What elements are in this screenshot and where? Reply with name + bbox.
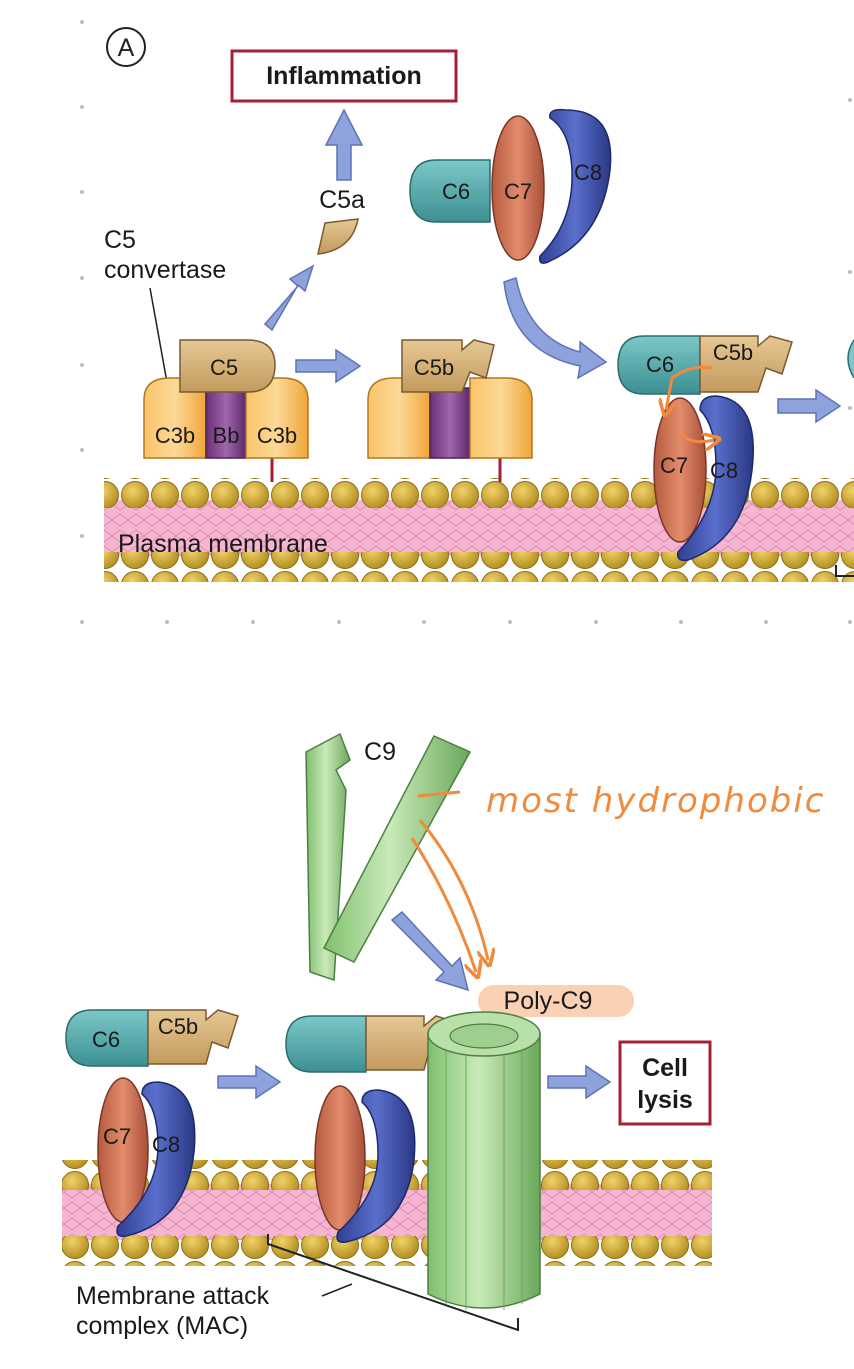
c8-bottom-label: C8 bbox=[152, 1132, 180, 1157]
c3b-right-block bbox=[245, 377, 309, 459]
c9-left-arm bbox=[305, 732, 351, 982]
mac-label-2: complex (MAC) bbox=[76, 1312, 248, 1340]
c5-convertase-complex: C5 C3b Bb C3b bbox=[143, 339, 309, 482]
arrow-mac-assembly bbox=[217, 1064, 282, 1100]
c3b-right-label: C3b bbox=[257, 423, 297, 448]
c5b-convertase-complex: C5b bbox=[367, 339, 533, 482]
annotation-curve-1 bbox=[418, 819, 488, 960]
mac-complex bbox=[285, 1011, 541, 1310]
arrow-cleavage bbox=[295, 348, 362, 384]
c9-right-arm bbox=[322, 735, 472, 963]
c5a-label: C5a bbox=[319, 186, 365, 214]
c3b-left-label: C3b bbox=[155, 423, 195, 448]
c8-free-label: C8 bbox=[574, 160, 602, 185]
c7-complex-label: C7 bbox=[660, 453, 688, 478]
annotation-curve-2 bbox=[410, 837, 476, 972]
cell-lysis-box: Cell lysis bbox=[618, 1040, 712, 1126]
annotation-arrow-c7 bbox=[678, 429, 714, 442]
cell-lysis-label-2: lysis bbox=[637, 1086, 693, 1114]
arrow-to-poly-c9 bbox=[390, 910, 470, 992]
panel-label: A bbox=[106, 27, 146, 67]
partial-bracket-edge bbox=[835, 565, 854, 577]
annotation-arrow-c6 bbox=[666, 365, 713, 410]
arrow-to-lysis bbox=[547, 1064, 612, 1100]
mac-label-pointer bbox=[321, 1283, 353, 1297]
c6-bottom-label: C6 bbox=[92, 1027, 120, 1052]
c5a-fragment bbox=[317, 218, 359, 255]
annotation-dash bbox=[417, 790, 461, 798]
c6-complex-label: C6 bbox=[646, 352, 674, 377]
free-c6-c7-c8: C6 C7 C8 bbox=[409, 108, 612, 264]
c9-label: C9 bbox=[364, 738, 396, 766]
c8-inserted bbox=[676, 395, 754, 562]
arrow-to-next bbox=[777, 388, 842, 424]
c6-free bbox=[409, 159, 491, 223]
c5-convertase-label-2: convertase bbox=[104, 256, 226, 284]
mac-label-1: Membrane attack bbox=[76, 1282, 270, 1310]
background-dots bbox=[80, 20, 852, 624]
mac-bracket bbox=[267, 1234, 519, 1332]
c7-bottom-label: C7 bbox=[103, 1124, 131, 1149]
poly-c9-highlight bbox=[478, 985, 634, 1017]
c5b678-complex-bottom-left: C6 C5b C7 C8 bbox=[65, 1009, 239, 1238]
c5-molecule bbox=[179, 339, 276, 393]
c6-complex bbox=[617, 335, 701, 395]
poly-c9-cylinder bbox=[427, 1033, 541, 1309]
partial-molecule-edge bbox=[847, 339, 854, 379]
c5b678-complex: C6 C5b C7 C8 bbox=[617, 335, 793, 562]
c8-complex-label: C8 bbox=[710, 458, 738, 483]
inflammation-box: Inflammation bbox=[230, 49, 458, 103]
c5-convertase-pointer bbox=[149, 287, 169, 389]
c5-convertase-label-1: C5 bbox=[104, 226, 136, 254]
c7-free bbox=[491, 115, 545, 261]
hydrophobic-annotation: most hydrophobic bbox=[486, 781, 825, 821]
c5-label: C5 bbox=[210, 355, 238, 380]
poly-c9-label: Poly-C9 bbox=[504, 987, 593, 1015]
panel-label-text: A bbox=[118, 34, 135, 62]
c7-inserted bbox=[653, 397, 707, 543]
c5b-complex-label: C5b bbox=[713, 340, 753, 365]
cell-lysis-label-1: Cell bbox=[642, 1054, 688, 1082]
c5b-complex bbox=[699, 335, 793, 393]
plasma-membrane-label: Plasma membrane bbox=[118, 530, 328, 558]
arrow-to-inflammation bbox=[324, 108, 364, 181]
bb-label: Bb bbox=[213, 423, 240, 448]
c9-molecule: C9 bbox=[305, 732, 472, 982]
c6-free-label: C6 bbox=[442, 179, 470, 204]
arrow-to-c5a bbox=[263, 264, 315, 332]
c8-free bbox=[538, 108, 612, 264]
inflammation-label: Inflammation bbox=[266, 62, 422, 90]
c5b-bottom-label: C5b bbox=[158, 1014, 198, 1039]
arrow-assembly bbox=[503, 277, 608, 380]
c7-free-label: C7 bbox=[504, 179, 532, 204]
c5b-middle-label: C5b bbox=[414, 355, 454, 380]
c5b-molecule-middle bbox=[401, 339, 495, 393]
